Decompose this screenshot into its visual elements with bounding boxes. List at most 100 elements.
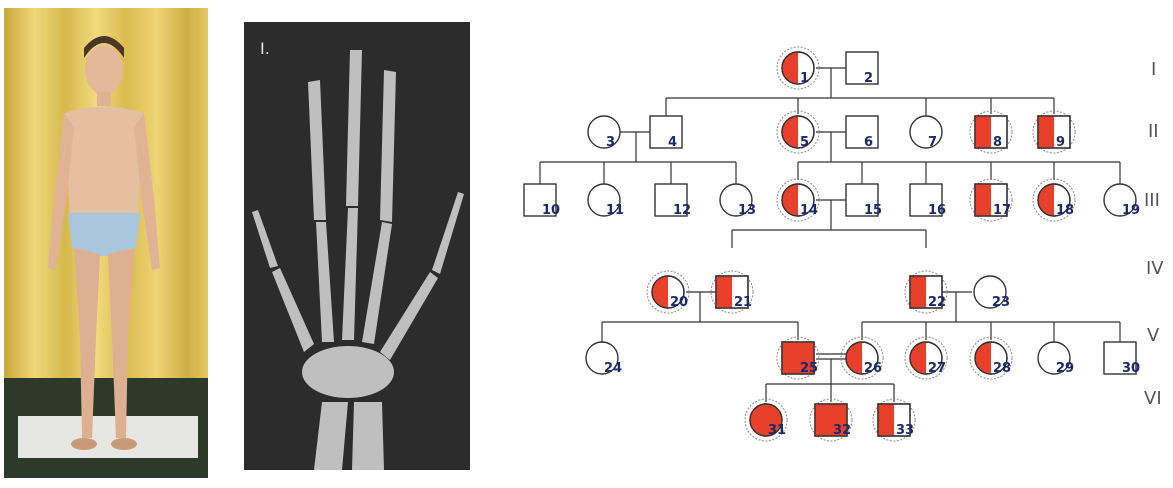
individual-number: 2 xyxy=(864,71,873,86)
individual-13: 13 xyxy=(720,184,756,218)
individual-31: 31 xyxy=(745,399,787,441)
individual-28: 28 xyxy=(970,337,1012,379)
individual-18: 18 xyxy=(1033,179,1075,221)
individual-10: 10 xyxy=(524,184,560,218)
individual-1: 1 xyxy=(777,47,819,89)
individual-number: 13 xyxy=(738,203,756,218)
individual-32: 32 xyxy=(810,399,852,441)
individual-number: 1 xyxy=(800,71,809,86)
individual-8: 8 xyxy=(970,111,1012,153)
carrier-fill xyxy=(975,342,991,374)
male-symbol xyxy=(650,116,682,148)
individual-number: 4 xyxy=(668,135,677,150)
individual-number: 27 xyxy=(928,361,946,376)
carrier-fill xyxy=(910,342,926,374)
individual-number: 29 xyxy=(1056,361,1074,376)
gen-label-V: V xyxy=(1147,325,1160,346)
carrier-fill xyxy=(975,116,991,148)
individual-5: 5 xyxy=(777,111,819,153)
male-symbol xyxy=(846,116,878,148)
carrier-fill xyxy=(878,404,894,436)
individual-20: 20 xyxy=(647,271,689,313)
carrier-fill xyxy=(716,276,732,308)
individual-19: 19 xyxy=(1104,184,1140,218)
individual-number: 6 xyxy=(864,135,873,150)
carrier-fill xyxy=(782,116,798,148)
individual-number: 26 xyxy=(864,361,882,376)
individual-7: 7 xyxy=(910,116,942,150)
individual-number: 17 xyxy=(993,203,1011,218)
individual-number: 16 xyxy=(928,203,946,218)
individual-9: 9 xyxy=(1033,111,1075,153)
individual-number: 18 xyxy=(1056,203,1074,218)
individual-number: 5 xyxy=(800,135,809,150)
hand-xray: I. xyxy=(244,22,470,470)
pedigree-lines xyxy=(540,68,1120,402)
patient-illustration xyxy=(4,8,208,478)
individual-22: 22 xyxy=(905,271,947,313)
carrier-fill xyxy=(1038,184,1054,216)
individual-number: 30 xyxy=(1122,361,1140,376)
carrier-fill xyxy=(1038,116,1054,148)
individual-14: 14 xyxy=(777,179,819,221)
individual-21: 21 xyxy=(711,271,753,313)
torso xyxy=(64,107,144,219)
individual-25: 25 xyxy=(777,337,819,379)
individual-3: 3 xyxy=(588,116,620,150)
gen-label-II: II xyxy=(1148,121,1159,142)
patient-photo xyxy=(4,8,208,478)
individual-15: 15 xyxy=(846,184,882,218)
individual-23: 23 xyxy=(974,276,1010,310)
individual-26: 26 xyxy=(841,337,883,379)
individual-number: 20 xyxy=(670,295,688,310)
individual-number: 15 xyxy=(864,203,882,218)
individual-number: 9 xyxy=(1056,135,1065,150)
individual-number: 28 xyxy=(993,361,1011,376)
individual-number: 11 xyxy=(606,203,624,218)
gen-label-IV: IV xyxy=(1146,258,1164,279)
carrier-fill xyxy=(975,184,991,216)
individual-number: 7 xyxy=(928,135,937,150)
gen-label-VI: VI xyxy=(1144,388,1162,409)
male-symbol xyxy=(846,52,878,84)
individual-number: 21 xyxy=(734,295,752,310)
xray-label: I. xyxy=(260,39,270,58)
individual-number: 12 xyxy=(673,203,691,218)
carrier-fill xyxy=(782,184,798,216)
individual-number: 22 xyxy=(928,295,946,310)
pedigree-chart: I II III IV V VI xyxy=(480,0,1173,488)
carrier-fill xyxy=(652,276,668,308)
individual-4: 4 xyxy=(650,116,682,150)
individual-2: 2 xyxy=(846,52,878,86)
towel xyxy=(18,416,198,458)
individual-number: 10 xyxy=(542,203,560,218)
carrier-fill xyxy=(846,342,862,374)
individual-33: 33 xyxy=(873,399,915,441)
individual-11: 11 xyxy=(588,184,624,218)
individual-number: 24 xyxy=(604,361,622,376)
individual-16: 16 xyxy=(910,184,946,218)
gen-label-I: I xyxy=(1151,59,1156,80)
individual-number: 23 xyxy=(992,295,1010,310)
individual-6: 6 xyxy=(846,116,878,150)
individuals: 1234567891011121314151617181920212223242… xyxy=(524,47,1140,441)
individual-number: 14 xyxy=(800,203,818,218)
individual-number: 25 xyxy=(800,361,818,376)
female-symbol xyxy=(910,116,942,148)
head xyxy=(85,45,123,95)
individual-number: 31 xyxy=(768,423,786,438)
individual-number: 32 xyxy=(833,423,851,438)
carrier-fill xyxy=(782,52,798,84)
individual-17: 17 xyxy=(970,179,1012,221)
gen-label-III: III xyxy=(1144,190,1160,211)
individual-number: 19 xyxy=(1122,203,1140,218)
individual-number: 8 xyxy=(993,135,1002,150)
individual-number: 33 xyxy=(896,423,914,438)
xray-illustration: I. xyxy=(244,22,470,470)
individual-12: 12 xyxy=(655,184,691,218)
individual-27: 27 xyxy=(905,337,947,379)
female-symbol xyxy=(588,116,620,148)
individual-24: 24 xyxy=(586,342,622,376)
individual-29: 29 xyxy=(1038,342,1074,376)
individual-number: 3 xyxy=(606,135,615,150)
